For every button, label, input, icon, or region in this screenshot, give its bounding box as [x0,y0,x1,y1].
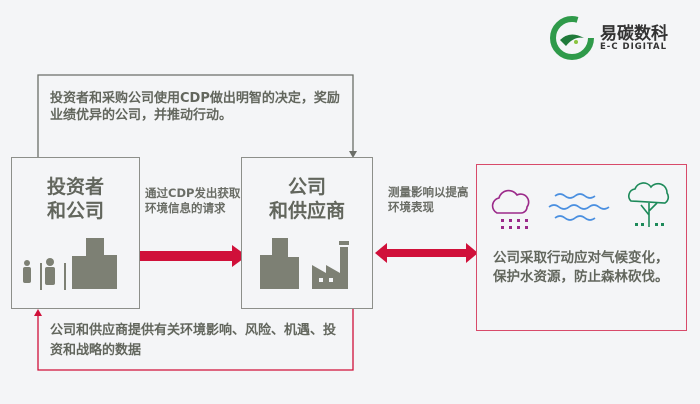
top-loop-line [37,74,354,157]
cloud-rain-icon [491,189,530,229]
logo-icon [550,16,594,60]
buildings-factory-icon [260,238,349,289]
tree-icon [628,182,670,227]
investors-title-1: 投资者 [46,176,104,198]
logo-name-cn: 易碳数科 [600,24,668,44]
top-loop-arrowhead [349,151,357,158]
request-text: 通过CDP发出获取环境信息的请求 [145,186,241,215]
request-arrow [136,245,247,267]
people-buildings-icon [23,238,117,290]
logo: 易碳数科 E-C DIGITAL [550,16,690,60]
actions-box: 公司采取行动应对气候变化，保护水资源，防止森林砍伐。 [476,164,687,331]
bottom-loop-arrowhead [34,309,42,316]
top-loop-text: 投资者和采购公司使用CDP做出明智的决定，奖励业绩优异的公司，并推动行动。 [50,91,340,123]
companies-title-2: 和供应商 [268,200,345,222]
investors-title-2: 和公司 [46,200,104,222]
companies-box: 公司 和供应商 [241,157,373,309]
measure-double-arrow [375,243,478,263]
investors-box: 投资者 和公司 [11,157,140,309]
actions-text: 公司采取行动应对气候变化，保护水资源，防止森林砍伐。 [493,250,669,285]
water-waves-icon [548,193,610,221]
bottom-loop-line [37,308,354,371]
bottom-loop-text: 公司和供应商提供有关环境影响、风险、机遇、投资和战略的数据 [50,323,337,358]
measure-text: 测量影响以提高环境表现 [388,185,469,214]
logo-name-en: E-C DIGITAL [600,42,668,52]
companies-title-1: 公司 [287,176,326,198]
